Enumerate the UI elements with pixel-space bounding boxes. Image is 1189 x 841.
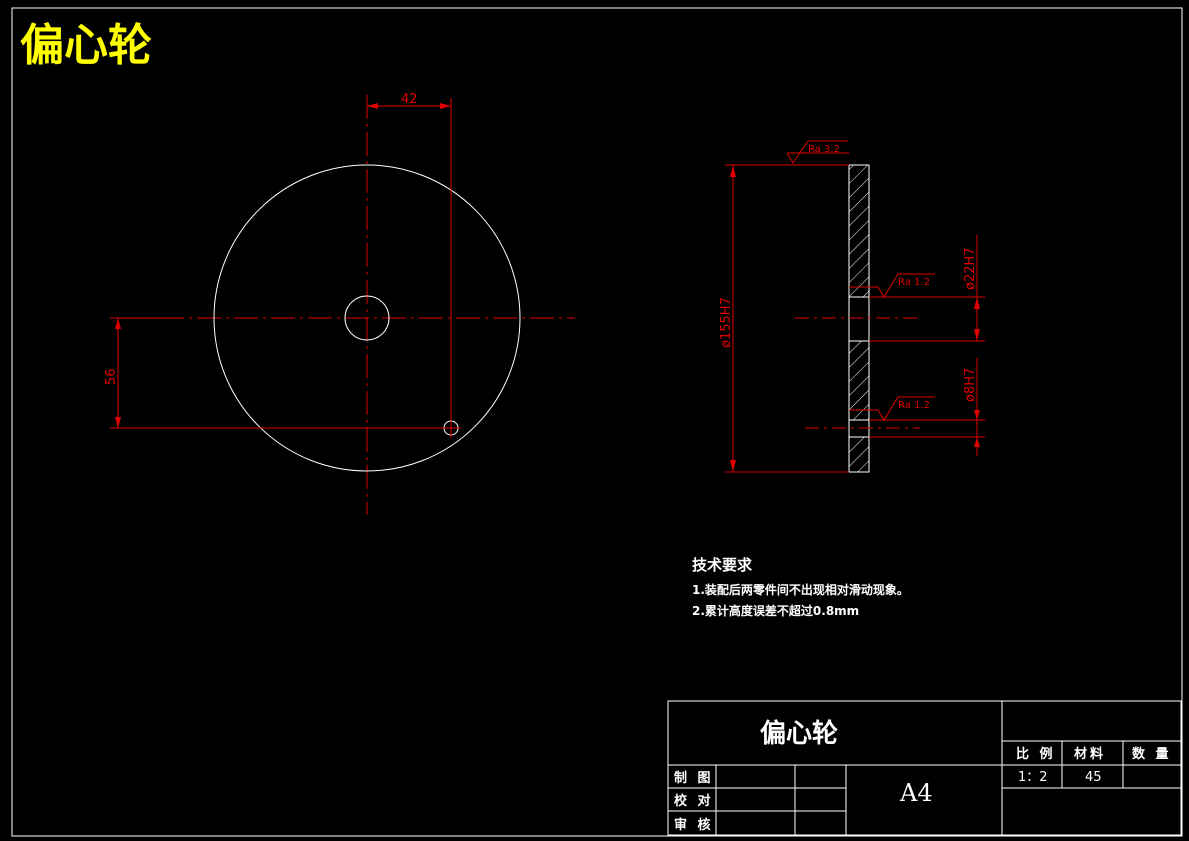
- title-block-part-name: 偏心轮: [760, 718, 838, 749]
- title-block: [667, 700, 1182, 836]
- center-bore-circle: [344, 295, 390, 341]
- title-block-sheet-size: A4: [899, 779, 933, 807]
- drawing-border: [11, 7, 1183, 837]
- dim-bore-diameter: ø22H7: [963, 247, 978, 290]
- section-lower: [848, 436, 870, 473]
- section-upper: [848, 164, 870, 298]
- title-block-role-checker: 校 对: [674, 793, 714, 809]
- tech-req-heading: 技术要求: [692, 556, 753, 574]
- dim-hole-offset-horizontal: 42: [401, 92, 418, 107]
- title-block-header-scale: 比 例: [1016, 746, 1056, 762]
- title-block-role-drafter: 制 图: [674, 770, 714, 786]
- drawing-title: 偏心轮: [20, 20, 152, 71]
- title-block-header-material: 材料: [1074, 746, 1106, 762]
- front-view: 42 56: [104, 92, 575, 515]
- title-block-header-quantity: 数 量: [1132, 746, 1172, 762]
- dim-outer-diameter: ø155H7: [719, 297, 734, 348]
- roughness-symbol-top: Ra 3.2: [786, 140, 849, 164]
- dim-pin-hole-diameter: ø8H7: [963, 368, 978, 402]
- title-block-scale: 1：2: [1018, 770, 1048, 785]
- svg-text:Ra 1.2: Ra 1.2: [898, 277, 930, 288]
- technical-requirements: 技术要求 1.装配后两零件间不出现相对滑动现象。 2.累计高度误差不超过0.8m…: [692, 556, 909, 618]
- roughness-symbol-pin: Ra 1.2: [849, 396, 935, 421]
- tech-req-item-2: 2.累计高度误差不超过0.8mm: [692, 603, 859, 618]
- svg-text:Ra 1.2: Ra 1.2: [898, 400, 930, 411]
- title-block-role-approver: 审 核: [674, 817, 714, 833]
- tech-req-item-1: 1.装配后两零件间不出现相对滑动现象。: [692, 582, 909, 597]
- wheel-outer-circle: [213, 164, 521, 472]
- roughness-symbol-bore: Ra 1.2: [849, 273, 935, 298]
- side-view: ø155H7 ø22H7 ø8H7 Ra 3.2 Ra 1.2 Ra 1.2: [719, 140, 985, 473]
- section-middle: [848, 340, 870, 421]
- svg-text:Ra 3.2: Ra 3.2: [808, 144, 840, 155]
- dim-hole-offset-vertical: 56: [104, 368, 119, 385]
- title-block-material: 45: [1085, 770, 1102, 785]
